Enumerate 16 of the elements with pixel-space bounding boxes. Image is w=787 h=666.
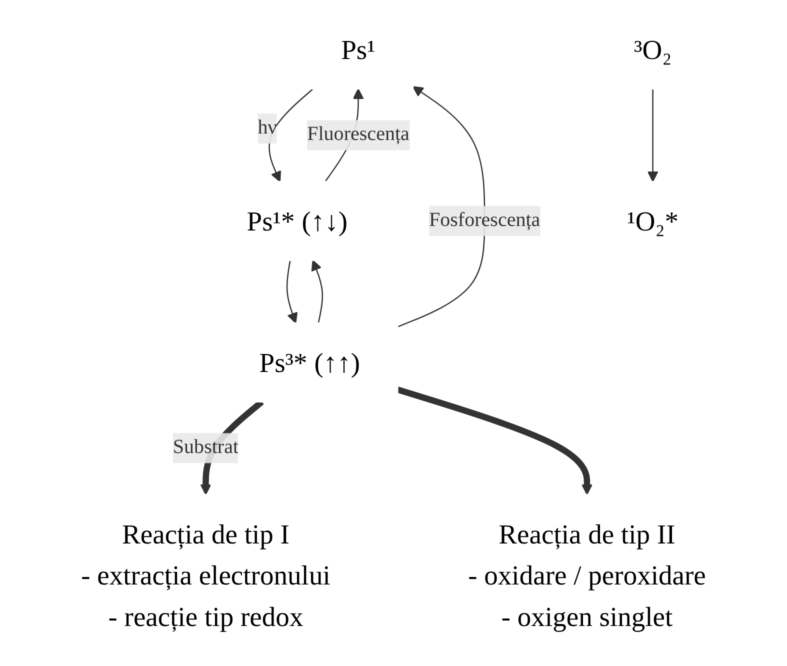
edge-label: hν [258, 117, 277, 139]
arrow [397, 86, 486, 328]
edge-label: Fluorescența [307, 124, 410, 146]
node-text: ¹O₂* [627, 205, 679, 237]
arrow [311, 260, 324, 324]
node-text: Reacția de tip I - extracția electronului - reacție tip redox [81, 518, 330, 632]
node-text: Reacția de tip II - oxidare / peroxidare - oxigen singlet [468, 518, 706, 632]
node-text: Ps³* (↑↑) [259, 346, 360, 378]
node-text: ³O₂ [634, 34, 672, 66]
arrow [647, 88, 658, 182]
arrow [286, 260, 298, 324]
edge-label: Substrat [172, 436, 239, 458]
arrow [396, 386, 592, 495]
node-text: Ps¹ [341, 34, 376, 66]
node-text: Ps¹* (↑↓) [246, 205, 348, 237]
edge-label: Fosforescența [428, 210, 540, 231]
